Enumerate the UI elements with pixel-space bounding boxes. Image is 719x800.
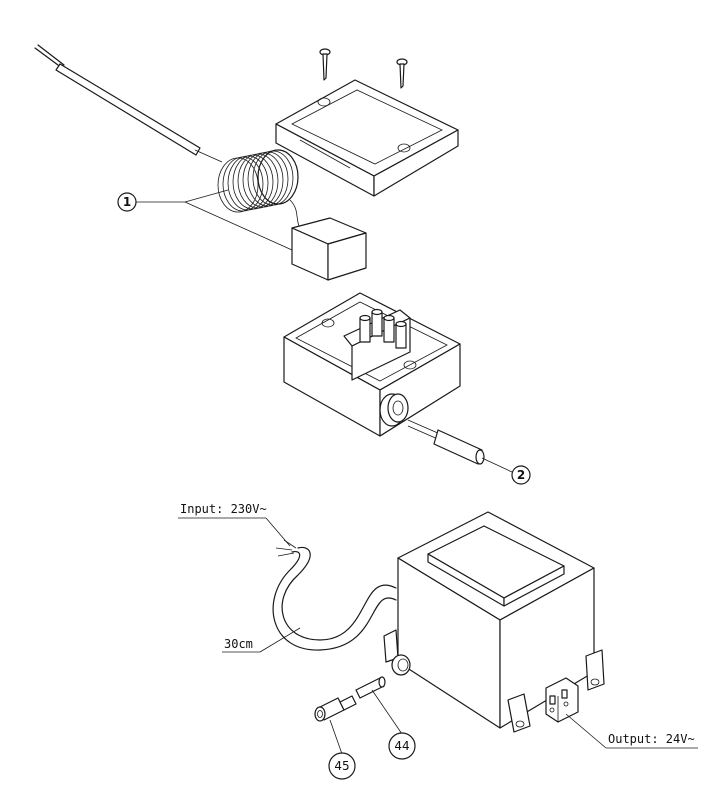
callout-1-leader [136, 189, 293, 251]
output-label-text: Output: 24V~ [608, 732, 695, 746]
fuse-holder-socket [391, 654, 411, 676]
fuse [355, 676, 386, 699]
callout-2-leader [481, 457, 513, 473]
callout-1-number: 1 [123, 195, 131, 209]
output-label: Output: 24V~ [565, 713, 698, 749]
callout-44-leader [371, 689, 403, 735]
input-label-text: Input: 230V~ [180, 502, 267, 516]
probe-sleeve [407, 419, 485, 465]
mounting-foot-right [585, 649, 605, 691]
supply-cable [272, 539, 397, 651]
callout-2-circle [511, 465, 531, 485]
callout-1-circle [117, 192, 137, 212]
transformer-top-plate [427, 525, 565, 607]
callout-44-number: 44 [394, 739, 409, 753]
callout-45-circle [328, 752, 356, 780]
callout-45-leader [329, 719, 343, 755]
callout-45-number: 45 [334, 759, 349, 773]
housing-lid [275, 79, 459, 197]
callout-44-circle [388, 732, 416, 760]
callout-2-number: 2 [517, 468, 525, 482]
terminal-block [343, 308, 411, 381]
input-label: Input: 230V~ [178, 502, 291, 547]
capillary-probe [34, 44, 223, 163]
sensor-block [291, 217, 367, 281]
capillary-coil [217, 149, 301, 229]
cable-length-text: 30cm [224, 637, 253, 651]
output-terminal [545, 677, 579, 723]
cable-gland [379, 393, 409, 427]
transformer-body [397, 511, 595, 729]
screw-right [396, 58, 408, 89]
mounting-foot-left [507, 693, 531, 733]
cable-length-label: 30cm [222, 627, 301, 653]
fuse-cap [314, 695, 357, 722]
screw-left [319, 48, 331, 81]
